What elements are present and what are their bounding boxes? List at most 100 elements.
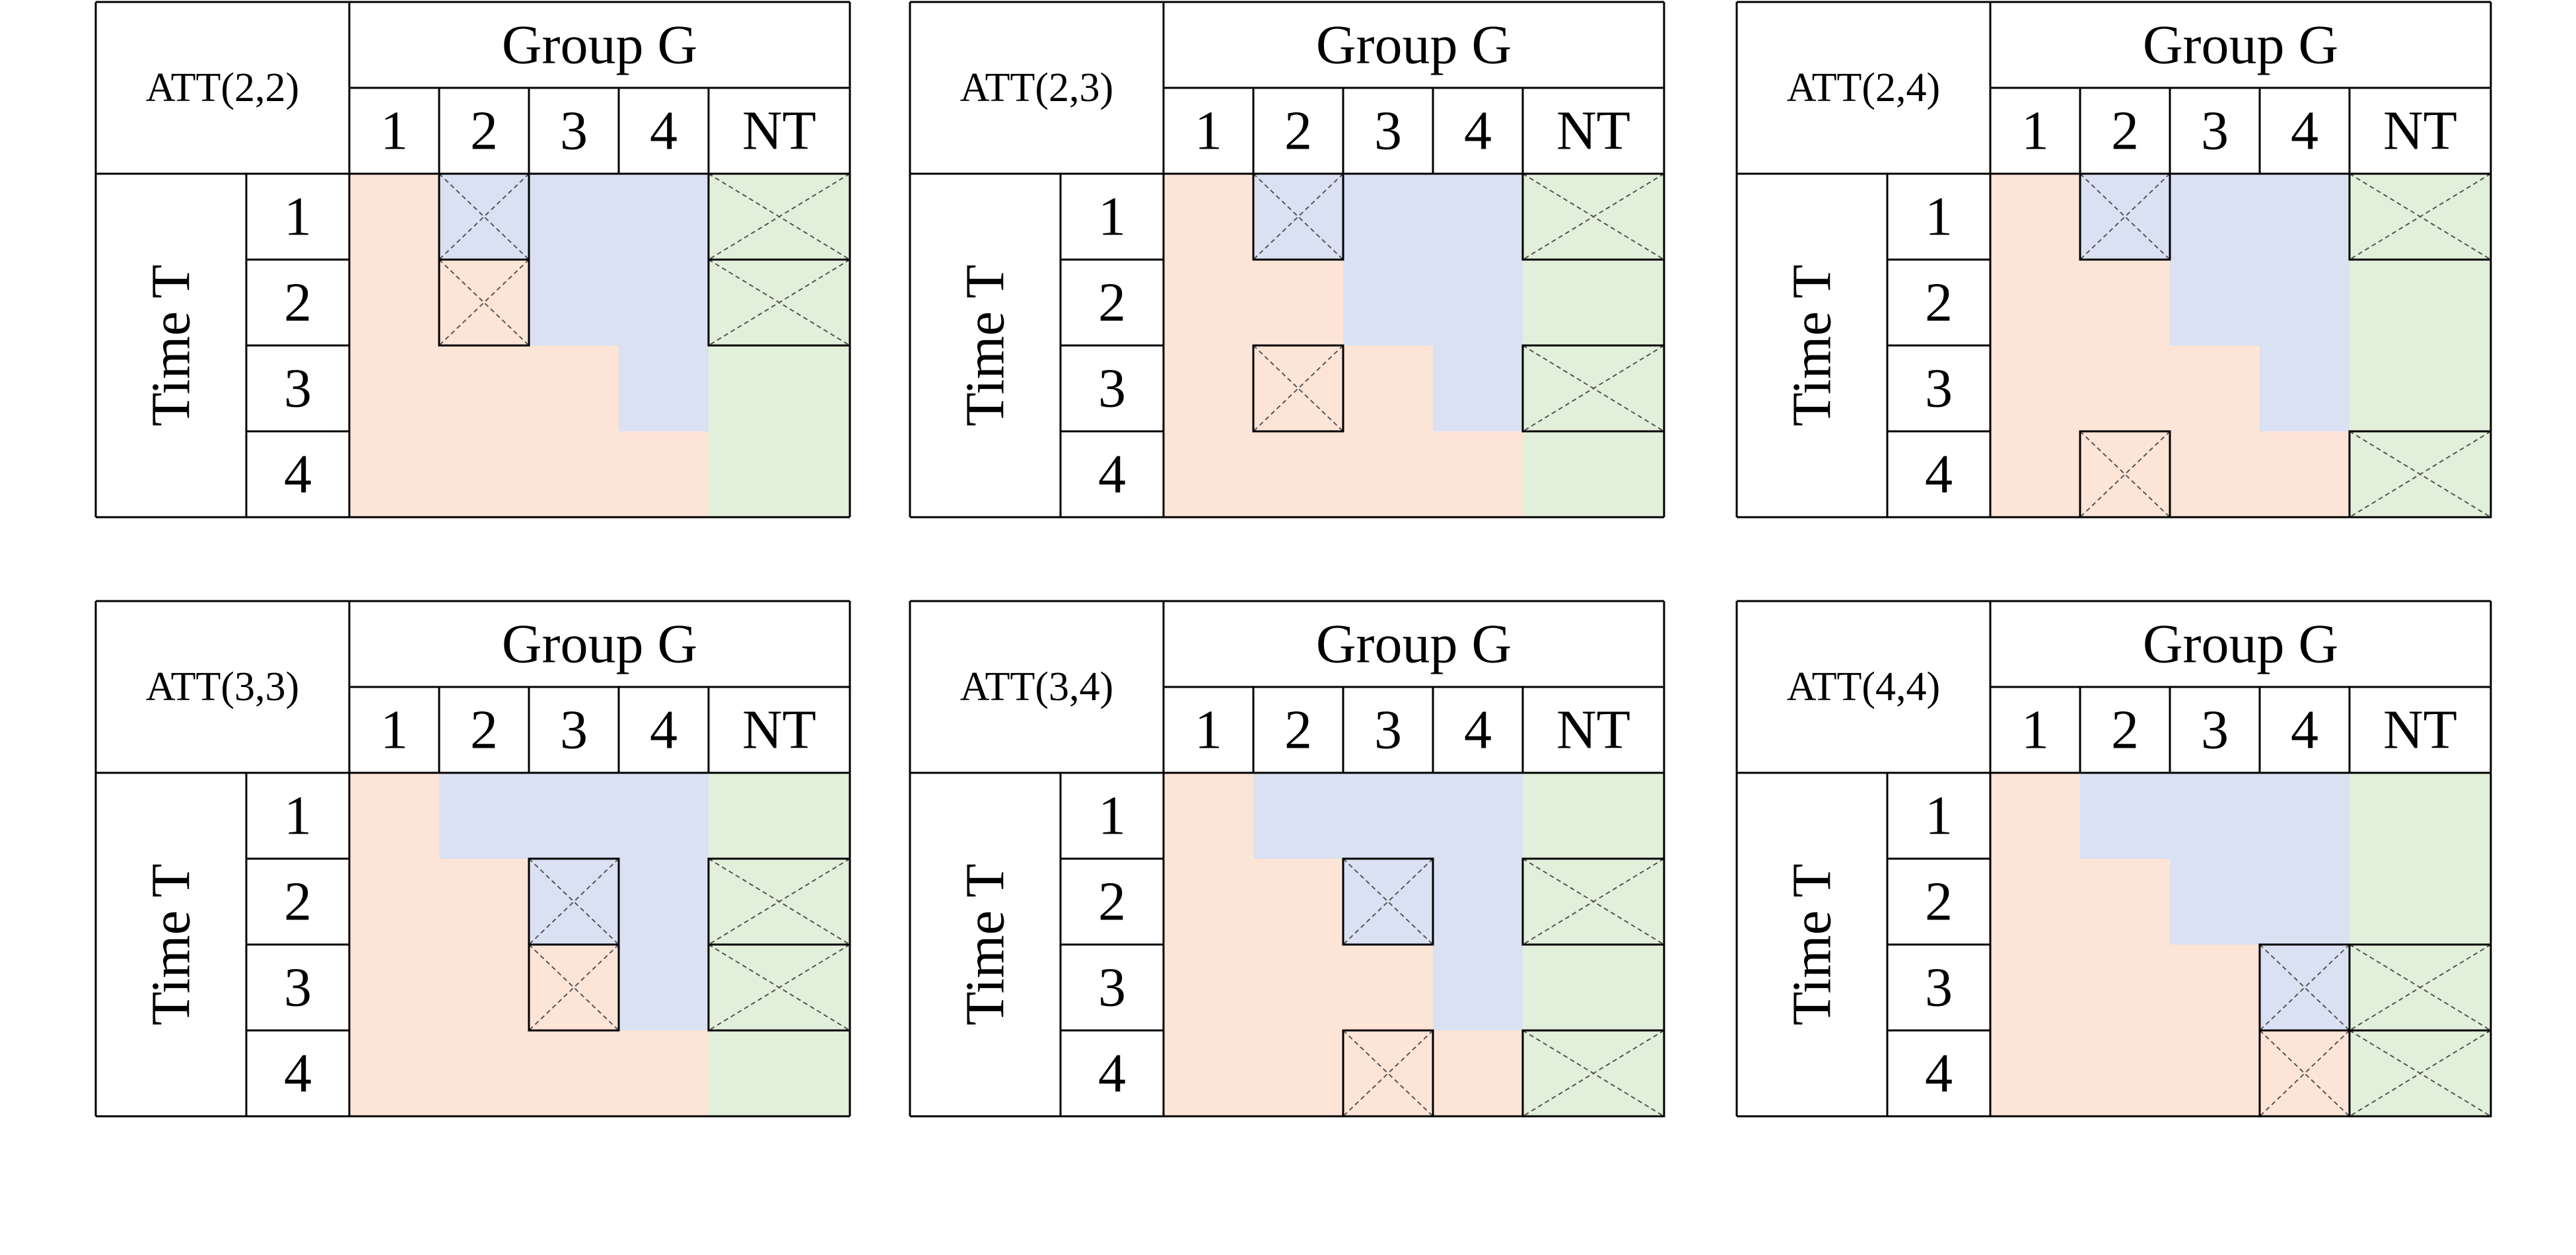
- time-header: Time T: [955, 264, 1016, 426]
- cross-line: [2079, 173, 2171, 260]
- cell-never-treated: [1523, 945, 1664, 1030]
- cell-treated: [2080, 345, 2170, 431]
- group-label: NT: [1556, 699, 1630, 761]
- cross-line: [438, 173, 530, 260]
- cross-line: [2349, 431, 2491, 518]
- cell-not-yet-treated: [1433, 773, 1523, 859]
- group-label: NT: [742, 699, 816, 761]
- cell-treated: [529, 1030, 619, 1116]
- cell-not-yet-treated: [1433, 174, 1523, 260]
- cell-not-yet-treated: [2170, 773, 2260, 859]
- cell-never-treated: [2350, 859, 2491, 945]
- cell-treated: [2170, 431, 2260, 517]
- group-label: 3: [1374, 699, 1402, 761]
- cell-treated: [2170, 945, 2260, 1030]
- cell-treated: [439, 1030, 529, 1116]
- time-label: 3: [1098, 957, 1126, 1019]
- cell-treated: [1164, 773, 1253, 859]
- cell-treated: [349, 431, 439, 517]
- cross-line: [528, 944, 619, 1031]
- group-header: Group G: [1316, 15, 1512, 76]
- cross-line: [2079, 431, 2171, 518]
- time-label: 3: [1098, 358, 1126, 419]
- group-label: 1: [2021, 100, 2049, 162]
- cross-line: [1342, 1030, 1434, 1117]
- group-label: NT: [742, 100, 816, 162]
- cell-not-yet-treated: [619, 945, 709, 1030]
- group-label: 3: [2201, 699, 2229, 761]
- cross-line: [1522, 173, 1665, 260]
- time-label: 1: [1925, 186, 1953, 248]
- cell-treated: [2080, 260, 2170, 345]
- cell-treated: [439, 431, 529, 517]
- cell-not-yet-treated: [529, 260, 619, 345]
- group-label: 4: [1464, 100, 1492, 162]
- cell-treated: [1343, 345, 1433, 431]
- cell-not-yet-treated: [1343, 773, 1433, 859]
- time-label: 1: [1098, 186, 1126, 248]
- cell-not-yet-treated: [2170, 174, 2260, 260]
- time-label: 1: [1098, 785, 1126, 847]
- time-header: Time T: [955, 863, 1016, 1025]
- time-label: 3: [284, 358, 312, 419]
- time-label: 4: [284, 444, 312, 505]
- time-label: 4: [1098, 1043, 1126, 1104]
- cell-treated: [529, 431, 619, 517]
- cross-line: [2349, 1030, 2491, 1117]
- group-label: 3: [2201, 100, 2229, 162]
- cell-not-yet-treated: [2260, 345, 2350, 431]
- time-label: 2: [1098, 272, 1126, 334]
- cell-treated: [2080, 1030, 2170, 1116]
- group-label: 4: [650, 699, 678, 761]
- cell-not-yet-treated: [439, 773, 529, 859]
- time-label: 3: [1925, 957, 1953, 1019]
- time-header: Time T: [141, 863, 202, 1025]
- cell-never-treated: [1523, 431, 1664, 517]
- cell-treated: [2260, 431, 2350, 517]
- panel-title: ATT(3,4): [960, 664, 1113, 709]
- panel-title: ATT(3,3): [146, 664, 299, 709]
- cell-treated: [349, 1030, 439, 1116]
- cell-treated: [1253, 945, 1343, 1030]
- time-label: 4: [284, 1043, 312, 1104]
- cell-treated: [1343, 945, 1433, 1030]
- cell-treated: [349, 174, 439, 260]
- time-label: 2: [284, 871, 312, 933]
- marked-cell-border: [1342, 857, 1434, 946]
- cell-treated: [1164, 1030, 1253, 1116]
- cell-treated: [1253, 260, 1343, 345]
- cell-not-yet-treated: [2260, 260, 2350, 345]
- cross-line: [1253, 345, 1344, 432]
- cell-treated: [1990, 345, 2080, 431]
- cell-treated: [1164, 174, 1253, 260]
- group-label: 4: [2291, 699, 2318, 761]
- cell-not-yet-treated: [619, 260, 709, 345]
- group-label: 1: [380, 699, 408, 761]
- cell-treated: [1990, 1030, 2080, 1116]
- cell-not-yet-treated: [1433, 345, 1523, 431]
- cross-line: [708, 944, 851, 1031]
- group-label: 2: [470, 699, 498, 761]
- cross-line: [1253, 173, 1344, 260]
- cell-not-yet-treated: [619, 345, 709, 431]
- cell-treated: [349, 773, 439, 859]
- cell-not-yet-treated: [2260, 773, 2350, 859]
- group-label: NT: [2383, 699, 2457, 761]
- time-label: 2: [284, 272, 312, 334]
- cell-never-treated: [2350, 345, 2491, 431]
- cell-not-yet-treated: [1343, 174, 1433, 260]
- cell-not-yet-treated: [1343, 260, 1433, 345]
- cell-not-yet-treated: [2260, 859, 2350, 945]
- cell-treated: [1164, 431, 1253, 517]
- cross-line: [2259, 944, 2350, 1031]
- group-label: 2: [2111, 100, 2139, 162]
- cross-line: [2259, 944, 2350, 1031]
- time-label: 4: [1925, 444, 1953, 505]
- group-label: 4: [2291, 100, 2318, 162]
- cell-treated: [2080, 945, 2170, 1030]
- group-label: 3: [560, 699, 588, 761]
